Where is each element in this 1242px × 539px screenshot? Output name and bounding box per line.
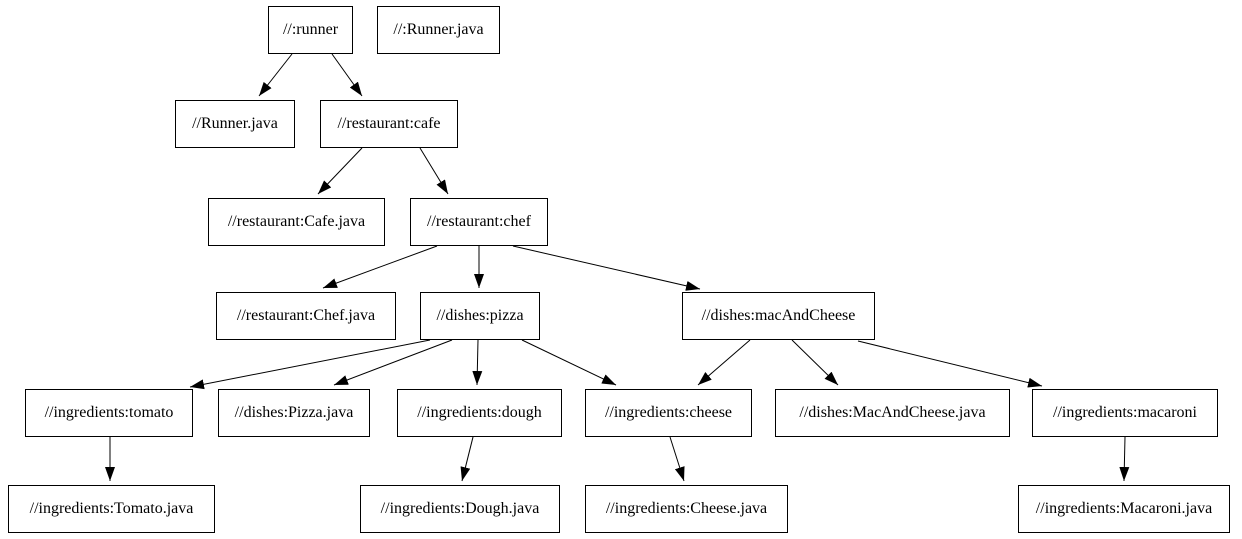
graph-node-macaroni-java: //ingredients:Macaroni.java xyxy=(1018,485,1230,533)
graph-node-label: //dishes:MacAndCheese.java xyxy=(799,404,986,421)
graph-node-runner: //:runner xyxy=(268,6,353,54)
graph-node-label: //:runner xyxy=(282,21,339,38)
graph-node-label: //dishes:Pizza.java xyxy=(234,404,354,421)
graph-node-label: //restaurant:Cafe.java xyxy=(227,213,366,230)
graph-node-cafe: //restaurant:cafe xyxy=(320,100,458,148)
graph-node-label: //restaurant:cafe xyxy=(337,115,441,132)
graph-node-dough: //ingredients:dough xyxy=(397,389,562,437)
graph-node-cheese: //ingredients:cheese xyxy=(585,389,752,437)
graph-node-macaroni: //ingredients:macaroni xyxy=(1032,389,1218,437)
graph-node-label: //:Runner.java xyxy=(393,21,484,38)
graph-node-runner-java-root: //:Runner.java xyxy=(377,6,500,54)
graph-node-pizza: //dishes:pizza xyxy=(420,292,540,340)
graph-node-label: //dishes:pizza xyxy=(436,307,524,324)
graph-node-mac-and-cheese: //dishes:macAndCheese xyxy=(682,292,875,340)
graph-node-tomato: //ingredients:tomato xyxy=(25,389,193,437)
graph-node-label: //restaurant:chef xyxy=(427,213,531,230)
graph-node-mac-and-cheese-java: //dishes:MacAndCheese.java xyxy=(775,389,1010,437)
graph-node-tomato-java: //ingredients:Tomato.java xyxy=(8,485,215,533)
graph-node-label: //ingredients:Tomato.java xyxy=(29,500,194,517)
graph-node-label: //ingredients:macaroni xyxy=(1053,404,1197,421)
graph-node-label: //ingredients:dough xyxy=(417,404,542,421)
graph-node-label: //ingredients:cheese xyxy=(604,404,733,421)
graph-node-dough-java: //ingredients:Dough.java xyxy=(360,485,560,533)
graph-node-label: //Runner.java xyxy=(192,115,278,132)
graph-node-cafe-java: //restaurant:Cafe.java xyxy=(208,198,385,246)
graph-node-runner-java: //Runner.java xyxy=(175,100,295,148)
graph-node-chef-java: //restaurant:Chef.java xyxy=(216,292,396,340)
graph-node-label: //ingredients:tomato xyxy=(44,404,174,421)
graph-node-label: //ingredients:Macaroni.java xyxy=(1035,500,1213,517)
graph-node-label: //dishes:macAndCheese xyxy=(701,307,856,324)
graph-node-label: //restaurant:Chef.java xyxy=(236,307,376,324)
graph-node-label: //ingredients:Dough.java xyxy=(380,500,540,517)
graph-node-chef: //restaurant:chef xyxy=(410,198,548,246)
graph-node-cheese-java: //ingredients:Cheese.java xyxy=(585,485,788,533)
graph-node-label: //ingredients:Cheese.java xyxy=(605,500,768,517)
graph-node-pizza-java: //dishes:Pizza.java xyxy=(218,389,370,437)
